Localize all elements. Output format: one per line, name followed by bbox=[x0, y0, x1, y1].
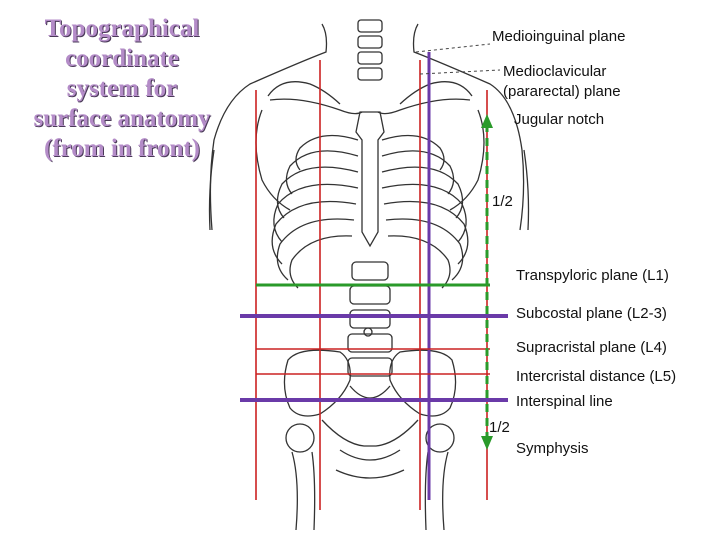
arrow-down-icon bbox=[481, 436, 493, 450]
right-femoral-head bbox=[425, 423, 455, 453]
label-symphysis: Symphysis bbox=[516, 440, 589, 457]
label-half-lower: 1/2 bbox=[489, 419, 510, 436]
left-ilium bbox=[283, 349, 351, 417]
title-line-2: coordinate bbox=[65, 45, 179, 72]
label-intercristal-distance: Intercristal distance (L5) bbox=[516, 368, 677, 385]
label-jugular-notch: Jugular notch bbox=[514, 111, 605, 128]
label-medioclavicular-line1: Medioclavicular bbox=[503, 63, 607, 80]
sacrum bbox=[349, 385, 391, 399]
sternum bbox=[355, 111, 385, 248]
title-line-5: (from in front) bbox=[44, 135, 200, 162]
label-supracristal-plane: Supracristal plane (L4) bbox=[516, 339, 667, 356]
title-line-1: Topographical bbox=[44, 15, 200, 42]
label-transpyloric-plane: Transpyloric plane (L1) bbox=[516, 267, 669, 284]
slide-title: Topographical coordinate system for surf… bbox=[4, 14, 240, 164]
medioclavicular-leader bbox=[419, 69, 501, 75]
label-interspinal-line: Interspinal line bbox=[516, 393, 613, 410]
title-line-3: system for bbox=[66, 75, 178, 102]
arrow-up-icon bbox=[481, 114, 493, 128]
medioinguinal-leader bbox=[415, 43, 491, 53]
label-subcostal-plane: Subcostal plane (L2-3) bbox=[516, 305, 667, 322]
label-half-upper: 1/2 bbox=[492, 193, 513, 210]
left-clavicle bbox=[269, 98, 363, 115]
left-femoral-head bbox=[285, 423, 315, 453]
skeleton-illustration bbox=[208, 19, 530, 531]
label-medioclavicular-line2: (pararectal) plane bbox=[503, 83, 621, 100]
body-outline-right bbox=[412, 23, 525, 231]
label-medioinguinal-plane: Medioinguinal plane bbox=[492, 28, 626, 45]
body-outline-left bbox=[209, 23, 328, 231]
right-clavicle bbox=[377, 98, 471, 115]
right-ilium bbox=[389, 349, 457, 417]
title-line-4: surface anatomy bbox=[33, 105, 211, 132]
